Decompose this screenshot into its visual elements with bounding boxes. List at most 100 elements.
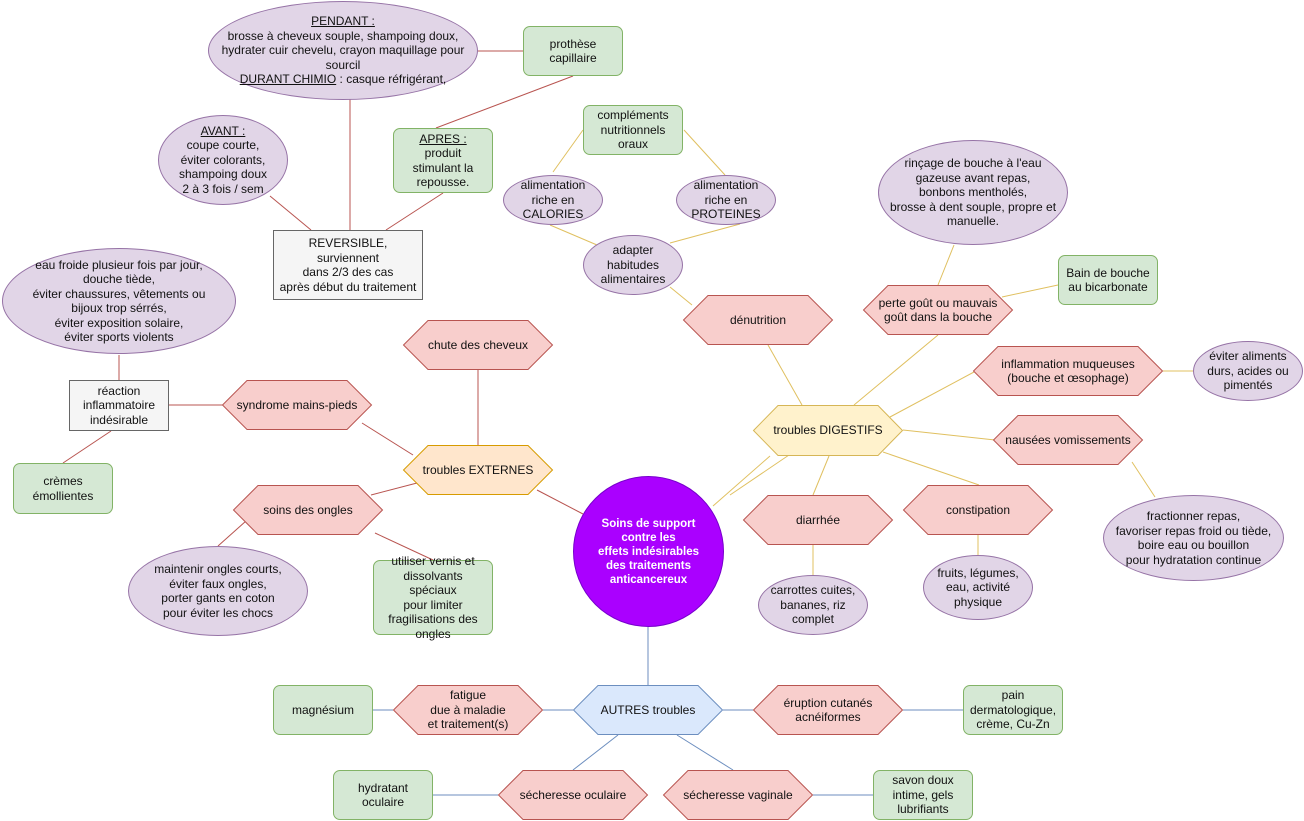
avant-text: coupe courte, éviter colorants, shampoin…	[178, 138, 268, 196]
magnesium[interactable]: magnésium	[273, 685, 373, 735]
troubles-digestifs-label: troubles DIGESTIFS	[773, 423, 883, 438]
bain-bouche[interactable]: Bain de bouche au bicarbonate	[1058, 255, 1158, 305]
pendant-title: PENDANT :	[311, 14, 375, 29]
nausees-node[interactable]: nausées vomissements	[992, 415, 1144, 465]
ongles-advice[interactable]: maintenir ongles courts, éviter faux ong…	[128, 546, 308, 636]
autres-troubles-label: AUTRES troubles	[600, 702, 696, 717]
reaction-text: réaction inflammatoire indésirable	[82, 383, 156, 427]
inflammation-muqueuses-node[interactable]: inflammation muqueuses (bouche et œsopha…	[972, 346, 1164, 396]
troubles-digestifs-node[interactable]: troubles DIGESTIFS	[752, 405, 904, 456]
avant-advice[interactable]: AVANT :coupe courte, éviter colorants, s…	[158, 115, 288, 205]
fatigue-label: fatigue due à maladie et traitement(s)	[427, 688, 509, 732]
cremes-text: crèmes émollientes	[32, 474, 94, 503]
diarrhee-advice-text: carrottes cuites, bananes, riz complet	[770, 583, 856, 627]
rincage-advice[interactable]: rinçage de bouche à l'eau gazeuse avant …	[878, 140, 1068, 245]
hexagon-shape	[572, 685, 724, 735]
eruption-label: éruption cutanés acnéiformes	[783, 695, 873, 725]
eviter-aliments[interactable]: éviter aliments durs, acides ou pimentés	[1193, 341, 1303, 401]
cremes-emollientes[interactable]: crèmes émollientes	[13, 463, 113, 514]
perte-gout-node[interactable]: perte goût ou mauvais goût dans la bouch…	[862, 285, 1014, 335]
adapter-habitudes[interactable]: adapter habitudes alimentaires	[583, 235, 683, 295]
syndrome-mains-pieds-node[interactable]: syndrome mains-pieds	[221, 380, 373, 430]
bain-text: Bain de bouche au bicarbonate	[1066, 265, 1150, 295]
hexagon-outline	[392, 685, 544, 735]
alimentation-calories[interactable]: alimentation riche en CALORIES	[503, 175, 603, 225]
edge	[549, 224, 598, 246]
savon-text: savon doux intime, gels lubrifiants	[892, 773, 954, 817]
inflammation-muqueuses-label: inflammation muqueuses (bouche et œsopha…	[1001, 356, 1135, 386]
apres-advice[interactable]: APRES :produit stimulant la repousse.	[393, 128, 493, 193]
nausees-label: nausées vomissements	[1005, 432, 1131, 447]
alimentation-proteines[interactable]: alimentation riche en PROTEINES	[676, 175, 776, 225]
fatigue-node[interactable]: fatigue due à maladie et traitement(s)	[392, 685, 544, 735]
diarrhee-node[interactable]: diarrhée	[742, 495, 894, 545]
edge	[572, 734, 619, 771]
syndrome-mains-pieds-label: syndrome mains-pieds	[236, 397, 358, 412]
hexagon-outline	[862, 285, 1014, 335]
edge	[712, 455, 771, 507]
vernis-text: utiliser vernis et dissolvants spéciaux …	[388, 554, 478, 641]
hexagon-shape	[752, 405, 904, 456]
denutrition-node[interactable]: dénutrition	[682, 295, 834, 345]
edge	[370, 482, 418, 496]
hexagon-outline	[752, 685, 904, 735]
apres-text: produit stimulant la repousse.	[412, 146, 474, 189]
diarrhee-advice[interactable]: carrottes cuites, bananes, riz complet	[758, 575, 868, 635]
hexagon-shape	[992, 415, 1144, 465]
mains-pieds-advice[interactable]: eau froide plusieur fois par jour, douch…	[2, 248, 236, 354]
proteines-text: alimentation riche en PROTEINES	[691, 178, 761, 222]
complements-nutritionnels[interactable]: compléments nutritionnels oraux	[583, 105, 683, 155]
central-topic[interactable]: Soins de support contre les effets indés…	[573, 476, 724, 627]
edge	[374, 532, 434, 561]
prothese-capillaire[interactable]: prothèse capillaire	[523, 26, 623, 76]
troubles-externes-node[interactable]: troubles EXTERNES	[402, 445, 554, 495]
constipation-node[interactable]: constipation	[902, 485, 1054, 535]
hexagon-shape	[232, 485, 384, 535]
prothese-text: prothèse capillaire	[549, 36, 597, 66]
chute-cheveux-node[interactable]: chute des cheveux	[402, 320, 554, 370]
soins-ongles-node[interactable]: soins des ongles	[232, 485, 384, 535]
hexagon-shape	[682, 295, 834, 345]
edge	[217, 520, 247, 547]
hexagon-shape	[752, 685, 904, 735]
eruption-node[interactable]: éruption cutanés acnéiformes	[752, 685, 904, 735]
edge	[853, 334, 939, 406]
diarrhee-label: diarrhée	[795, 512, 841, 527]
reversible-note[interactable]: REVERSIBLE, surviennent dans 2/3 des cas…	[273, 230, 423, 300]
hexagon-shape	[497, 770, 649, 820]
secheresse-vaginale-label: sécheresse vaginale	[683, 787, 793, 802]
hexagon-outline	[497, 770, 649, 820]
troubles-externes-label: troubles EXTERNES	[422, 462, 534, 477]
secheresse-vaginale-node[interactable]: sécheresse vaginale	[662, 770, 814, 820]
secheresse-oculaire-node[interactable]: sécheresse oculaire	[497, 770, 649, 820]
hexagon-shape	[972, 346, 1164, 396]
pain-dermatologique[interactable]: pain dermatologique, crème, Cu-Zn	[963, 685, 1063, 735]
edge	[669, 223, 741, 244]
hydratant-oculaire[interactable]: hydratant oculaire	[333, 770, 433, 820]
reaction-inflammatoire[interactable]: réaction inflammatoire indésirable	[69, 380, 169, 431]
pendant-advice[interactable]: PENDANT :brosse à cheveux souple, shampo…	[208, 1, 478, 100]
durant-title: DURANT CHIMIO	[239, 72, 337, 87]
constipation-advice-text: fruits, légumes, eau, activité physique	[937, 565, 1019, 609]
edge	[385, 192, 444, 231]
constipation-label: constipation	[945, 502, 1011, 517]
autres-troubles-node[interactable]: AUTRES troubles	[572, 685, 724, 735]
hexagon-shape	[402, 445, 554, 495]
pain-dermato-text: pain dermatologique, crème, Cu-Zn	[969, 688, 1057, 732]
hexagon-outline	[902, 485, 1054, 535]
hexagon-outline	[682, 295, 834, 345]
vernis-advice[interactable]: utiliser vernis et dissolvants spéciaux …	[373, 554, 493, 641]
edge	[902, 429, 996, 441]
edge	[683, 129, 726, 176]
nausees-advice[interactable]: fractionner repas, favoriser repas froid…	[1103, 495, 1284, 581]
savon-doux[interactable]: savon doux intime, gels lubrifiants	[873, 770, 973, 820]
edge	[812, 455, 830, 496]
edge	[889, 371, 975, 418]
edge	[269, 195, 312, 231]
hexagon-shape	[402, 320, 554, 370]
hexagon-outline	[992, 415, 1144, 465]
hexagon-shape	[742, 495, 894, 545]
edge	[1131, 461, 1156, 498]
constipation-advice[interactable]: fruits, légumes, eau, activité physique	[923, 555, 1033, 620]
